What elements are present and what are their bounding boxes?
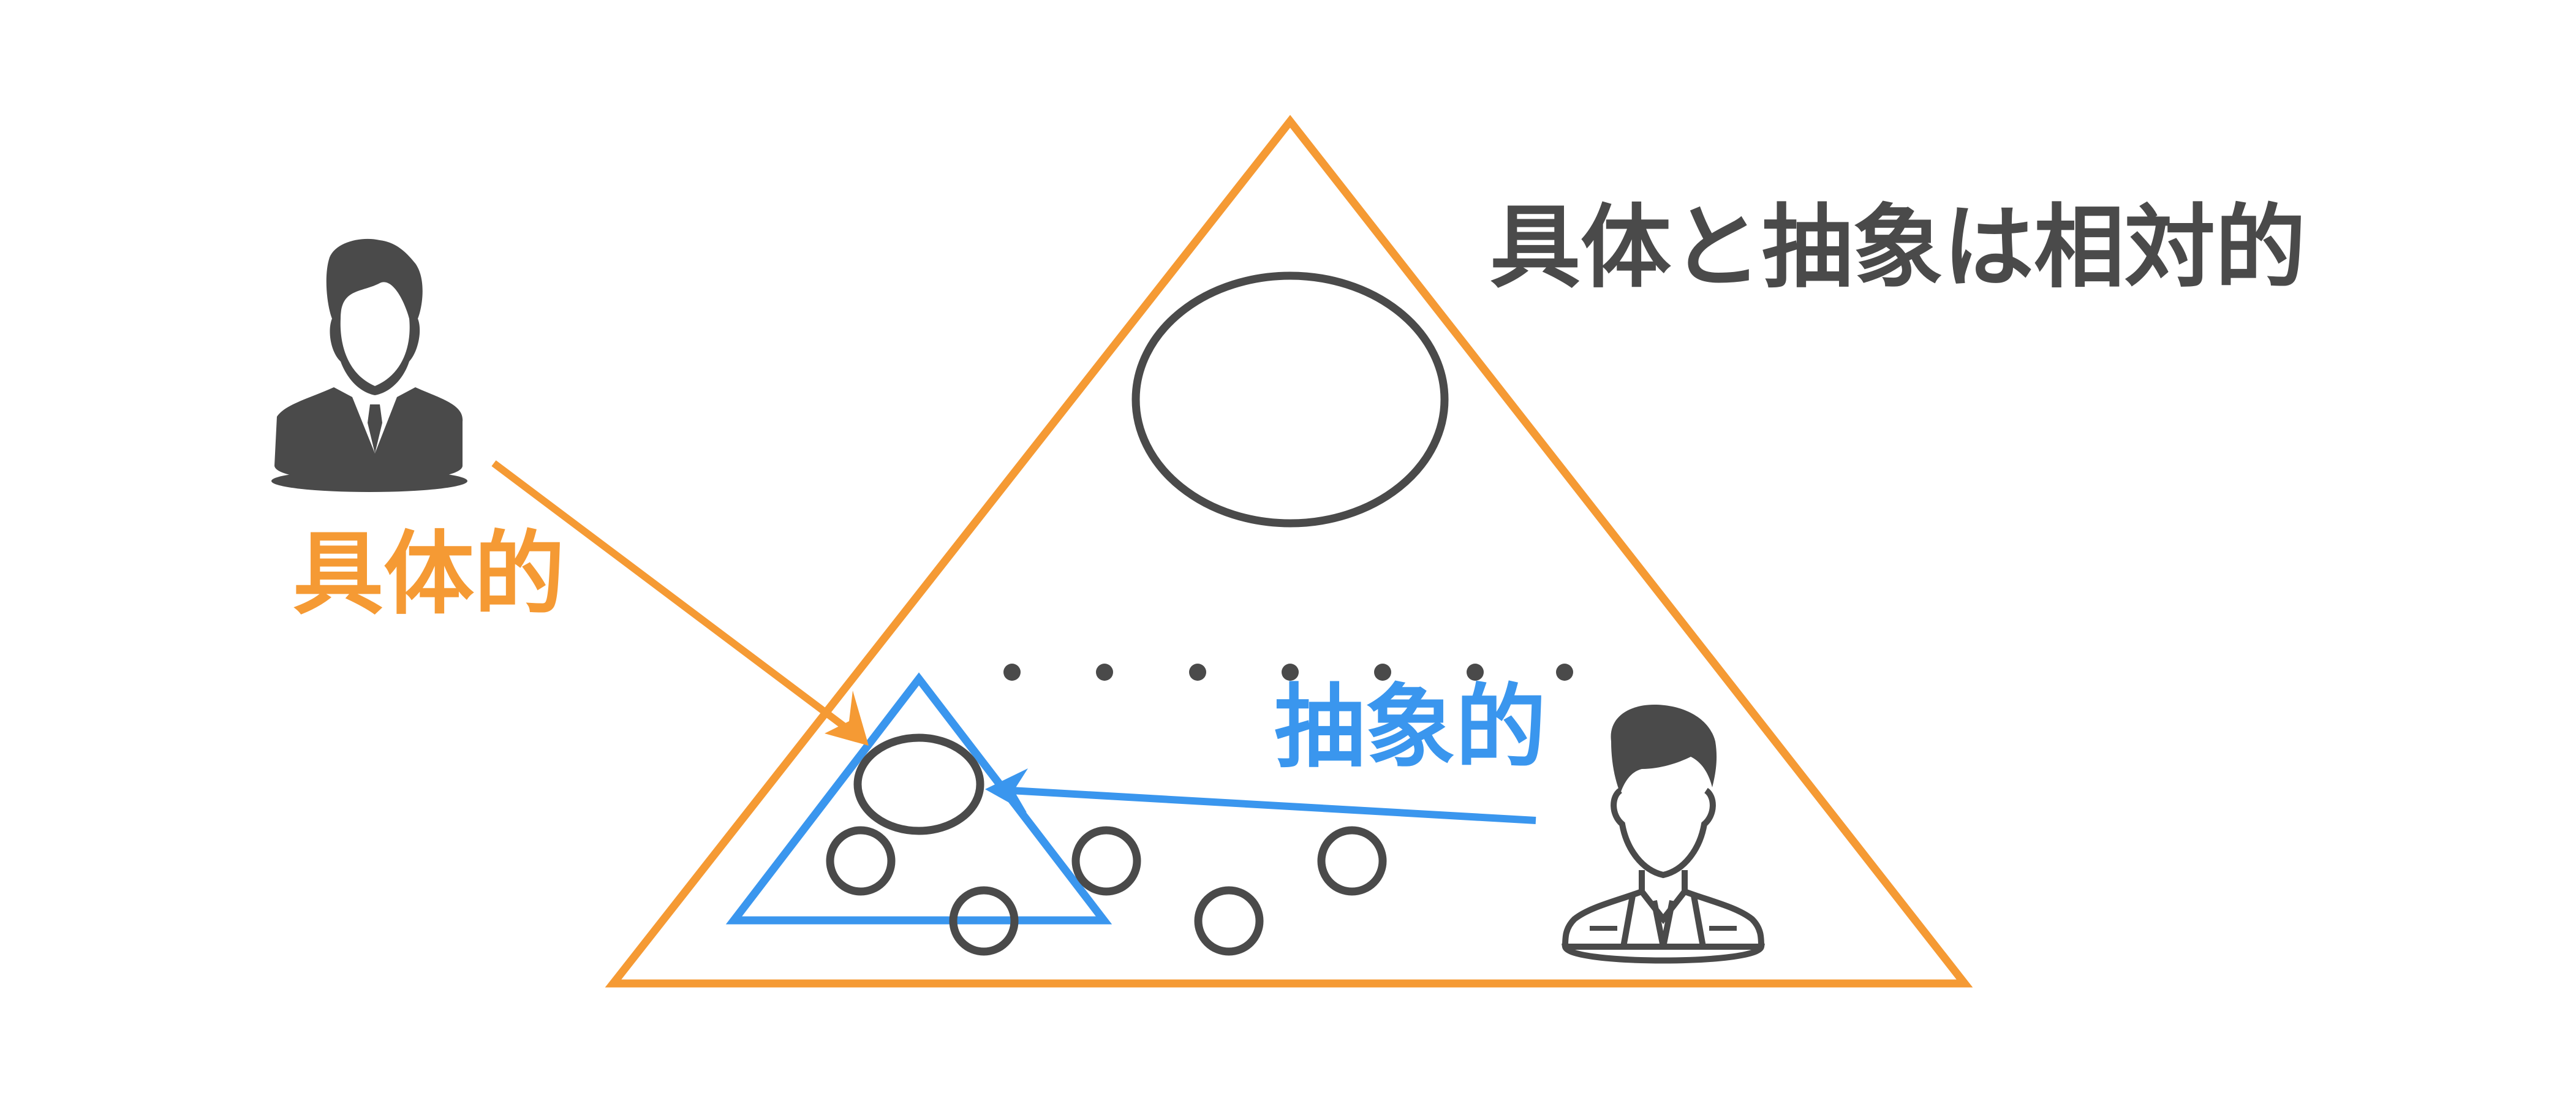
dots-row	[1003, 664, 1573, 681]
bottom-circles	[826, 826, 1387, 956]
concrete-arrow	[491, 460, 869, 746]
top-ellipse	[1131, 271, 1449, 528]
abstract-label: 抽象的	[1274, 675, 1546, 780]
businessman-icon	[271, 238, 467, 492]
big-pyramid	[605, 115, 1973, 988]
abstract-arrow	[985, 768, 1536, 824]
small-triangle-ellipse	[853, 733, 984, 835]
small-pyramid	[725, 672, 1112, 925]
concrete-label: 具体的	[293, 521, 565, 627]
diagram-title: 具体と抽象は相対的	[1490, 195, 2306, 300]
businessman-outline-icon	[1562, 705, 1765, 964]
